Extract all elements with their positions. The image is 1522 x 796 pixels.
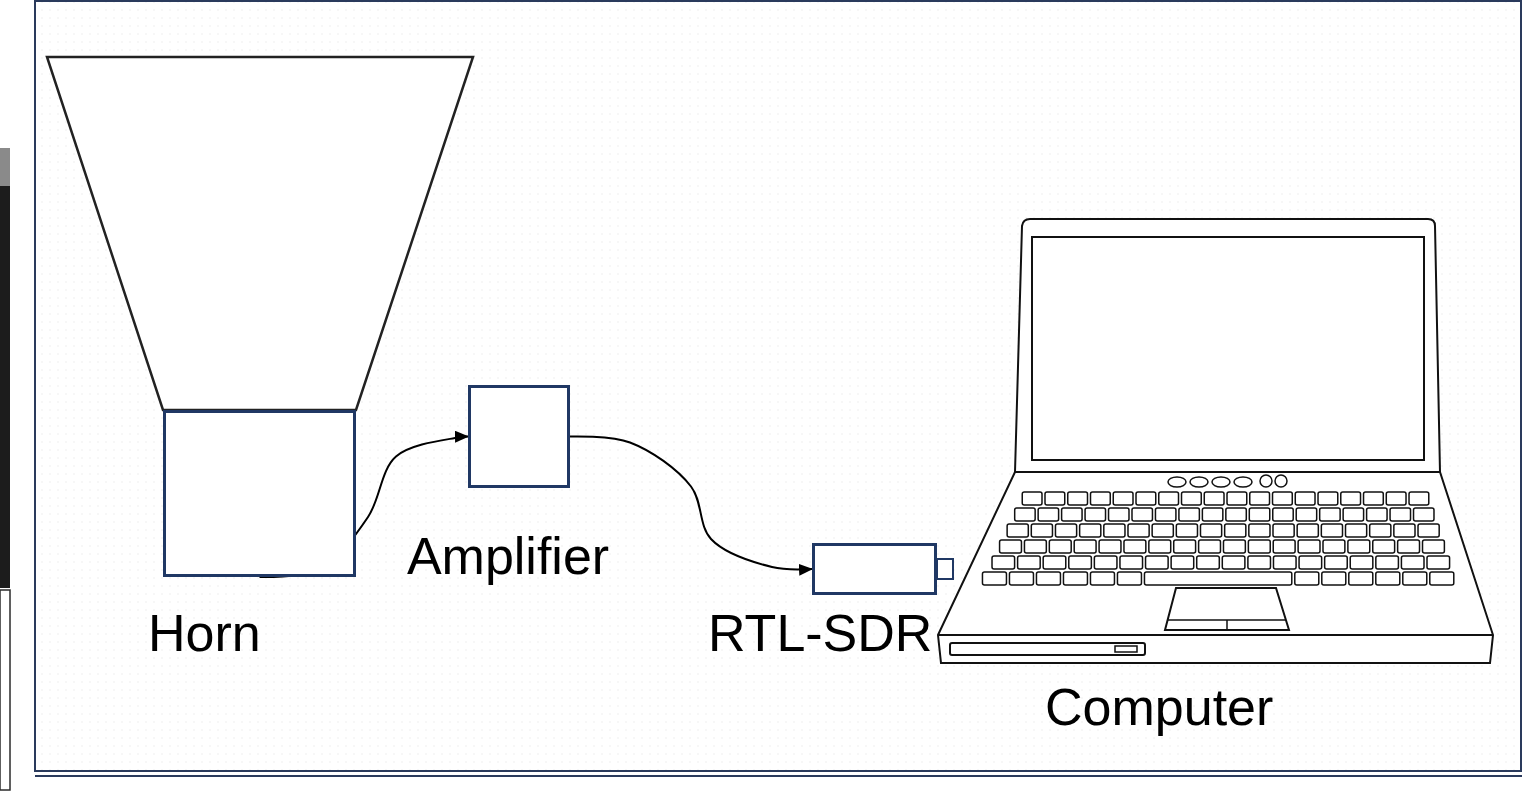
usb-plug (936, 558, 954, 580)
frame (35, 1, 1521, 771)
laptop-screen (1032, 237, 1424, 460)
side-panel (0, 148, 10, 588)
touchpad (1165, 588, 1289, 630)
node-label: RTL-SDR (708, 602, 932, 664)
frame-line (35, 775, 1522, 777)
computer-illustration: Computer (936, 216, 1496, 668)
rtl-sdr-box: RTL-SDR (812, 543, 937, 595)
side-panel-lower (0, 590, 10, 790)
amplifier-box: Amplifier (468, 385, 570, 488)
horn-flare (47, 57, 473, 410)
node-label: Amplifier (407, 525, 609, 587)
laptop-lid (1015, 219, 1440, 472)
laptop-slot (950, 643, 1145, 655)
laptop-base (938, 472, 1493, 663)
node-label: Computer (1045, 676, 1273, 738)
node-label: Horn (148, 602, 261, 664)
laptop-drawing (936, 216, 1496, 668)
horn-box: Horn (163, 410, 356, 577)
side-panel-top (0, 148, 10, 186)
